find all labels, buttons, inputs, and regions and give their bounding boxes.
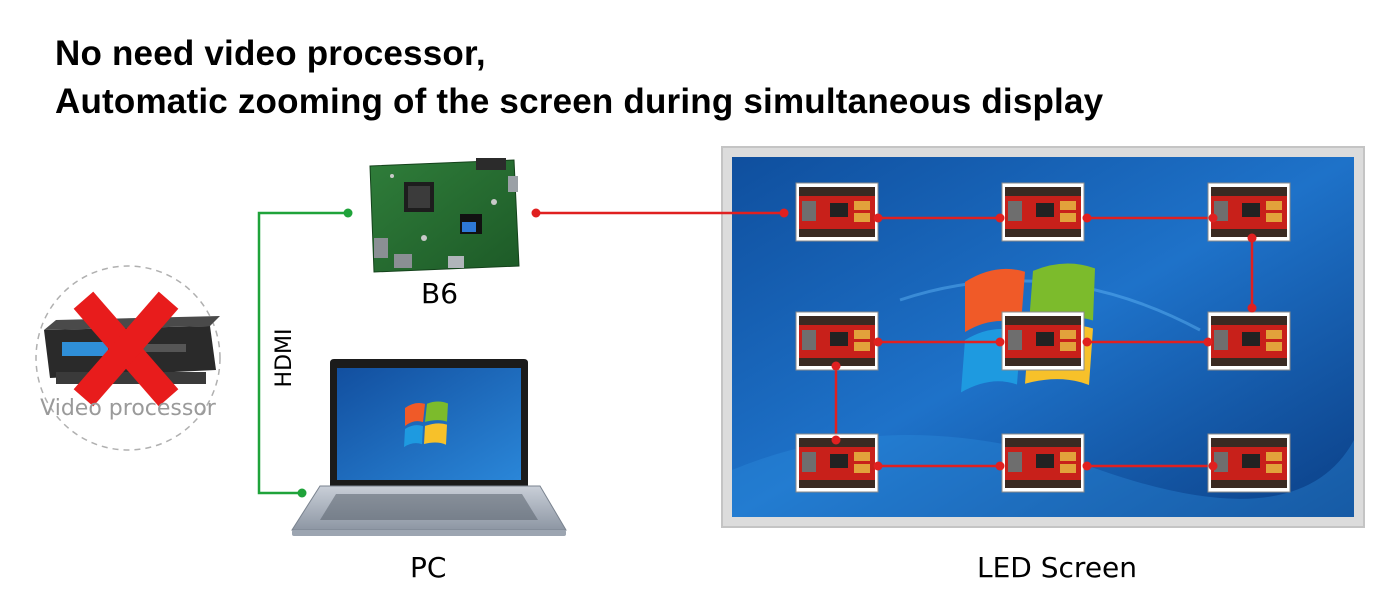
receiving-card (795, 182, 879, 242)
receiving-card (1207, 182, 1291, 242)
link-dots (531, 208, 1257, 471)
hdmi-label: HDMI (272, 329, 297, 388)
receiving-cards (795, 182, 1291, 493)
led-screen-label: LED Screen (977, 551, 1138, 584)
dashed-circle (35, 265, 221, 451)
receiving-card (1001, 182, 1085, 242)
receiving-card (795, 311, 879, 371)
receiving-card (1001, 433, 1085, 493)
video-processor-label: Video processor (40, 396, 217, 421)
controller-label: B6 (421, 277, 459, 310)
hdmi-cable (257, 208, 353, 498)
circuit-board-icon (369, 158, 520, 273)
network-links (536, 211, 1254, 468)
receiving-card (1001, 311, 1085, 371)
headline-line-2: Automatic zooming of the screen during s… (55, 82, 1104, 121)
pc-label: PC (410, 551, 447, 584)
headline-line-1: No need video processor, (55, 34, 486, 73)
laptop-icon (291, 359, 567, 536)
receiving-card (1207, 311, 1291, 371)
video-processor (35, 265, 221, 451)
receiving-card (1207, 433, 1291, 493)
x-mark-icon (73, 291, 179, 407)
